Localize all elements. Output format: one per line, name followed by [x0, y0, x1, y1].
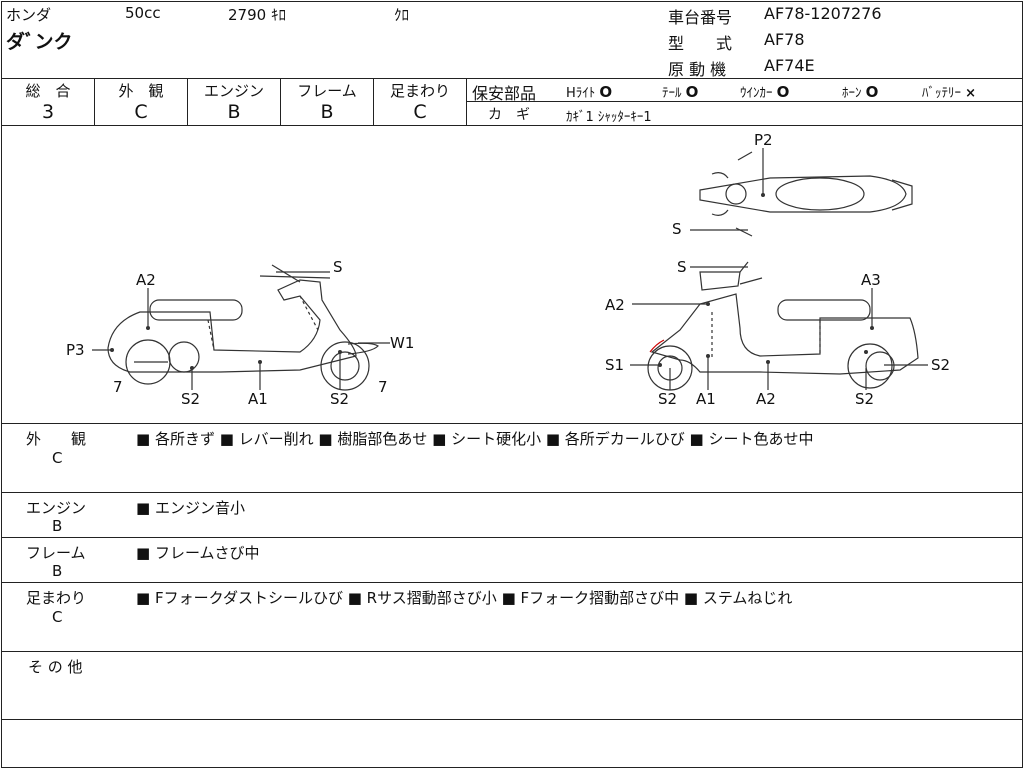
grade-frame-value: B	[320, 101, 334, 123]
remark-frame-label: フレーム	[26, 544, 86, 562]
label-left-s2b: S2	[330, 390, 350, 408]
remark-suspension-text: ■ Fフォークダストシールひび ■ Rサス摺動部さび小 ■ Fフォーク摺動部さび…	[136, 589, 793, 607]
grade-suspension-value: C	[413, 101, 427, 123]
right-side-view	[647, 261, 919, 391]
label-left-s: S	[333, 258, 343, 276]
label-top-s: S	[672, 220, 682, 238]
remark-engine-label: エンジン	[26, 499, 87, 517]
remark-frame-text: ■ フレームさび中	[136, 544, 260, 562]
label-left-a2: A2	[136, 271, 156, 289]
model-type: AF78	[764, 30, 805, 49]
mileage: 2790 ｷﾛ	[228, 6, 286, 24]
grade-engine-value: B	[227, 101, 241, 123]
displacement: 50cc	[125, 4, 161, 22]
equip-headlight: Hﾗｲﾄ O	[566, 83, 613, 101]
label-left-a1: A1	[248, 390, 268, 408]
remark-engine-grade: B	[52, 517, 63, 535]
remark-frame-grade: B	[52, 562, 63, 580]
remark-exterior-text: ■ 各所きず ■ レバー削れ ■ 樹脂部色あせ ■ シート硬化小 ■ 各所デカー…	[136, 430, 814, 448]
label-top-p2: P2	[754, 131, 773, 149]
remark-suspension-label: 足まわり	[26, 589, 87, 607]
equipment-label: 保安部品	[472, 84, 537, 103]
label-right-s: S	[677, 258, 687, 276]
color: ｸﾛ	[394, 6, 410, 24]
label-right-a3: A3	[861, 271, 881, 289]
equip-taillight: ﾃｰﾙ O	[662, 83, 699, 101]
label-left-w1: W1	[390, 334, 415, 352]
remark-exterior-label: 外 観	[26, 430, 87, 448]
equip-horn: ﾎｰﾝ O	[842, 83, 879, 101]
label-left-s2a: S2	[181, 390, 201, 408]
equip-battery: ﾊﾞｯﾃﾘｰ ×	[922, 86, 977, 101]
frame-no: AF78-1207276	[764, 4, 882, 23]
label-left-7b: 7	[378, 378, 388, 396]
grade-exterior-value: C	[134, 101, 148, 123]
label-right-s1: S1	[605, 356, 625, 374]
top-view	[699, 151, 913, 237]
label-right-a1: A1	[696, 390, 716, 408]
key-value: ｶｷﾞ1 ｼｬｯﾀｰｷｰ1	[566, 110, 652, 125]
grade-suspension-label: 足まわり	[389, 82, 450, 100]
remark-exterior-grade: C	[52, 449, 63, 467]
engine-no: AF74E	[764, 56, 815, 75]
maker: ホンダ	[6, 6, 52, 24]
label-right-s2a: S2	[658, 390, 678, 408]
scooter-diagram	[92, 148, 928, 391]
grade-total-value: 3	[41, 101, 55, 123]
key-label: カ ギ	[488, 107, 530, 123]
equip-winker: ｳｲﾝｶｰ O	[740, 83, 790, 101]
grade-engine-label: エンジン	[203, 82, 264, 100]
label-left-7a: 7	[113, 378, 123, 396]
label-right-s2: S2	[931, 356, 951, 374]
label-right-a2b: A2	[756, 390, 776, 408]
remark-other-label: そ の 他	[28, 658, 83, 676]
remark-engine-text: ■ エンジン音小	[136, 499, 245, 517]
remark-suspension-grade: C	[52, 608, 63, 626]
engine-no-label: 原 動 機	[668, 60, 727, 79]
grade-exterior-label: 外 観	[118, 82, 164, 100]
grade-frame-label: フレーム	[297, 82, 357, 100]
label-right-a2: A2	[605, 296, 625, 314]
grade-total-label: 総 合	[25, 82, 71, 100]
label-left-p3: P3	[66, 341, 85, 359]
model-type-label: 型 式	[668, 34, 733, 53]
model-name: ダﾞンク	[6, 31, 73, 53]
label-right-s2b: S2	[855, 390, 875, 408]
frame-no-label: 車台番号	[668, 8, 733, 27]
